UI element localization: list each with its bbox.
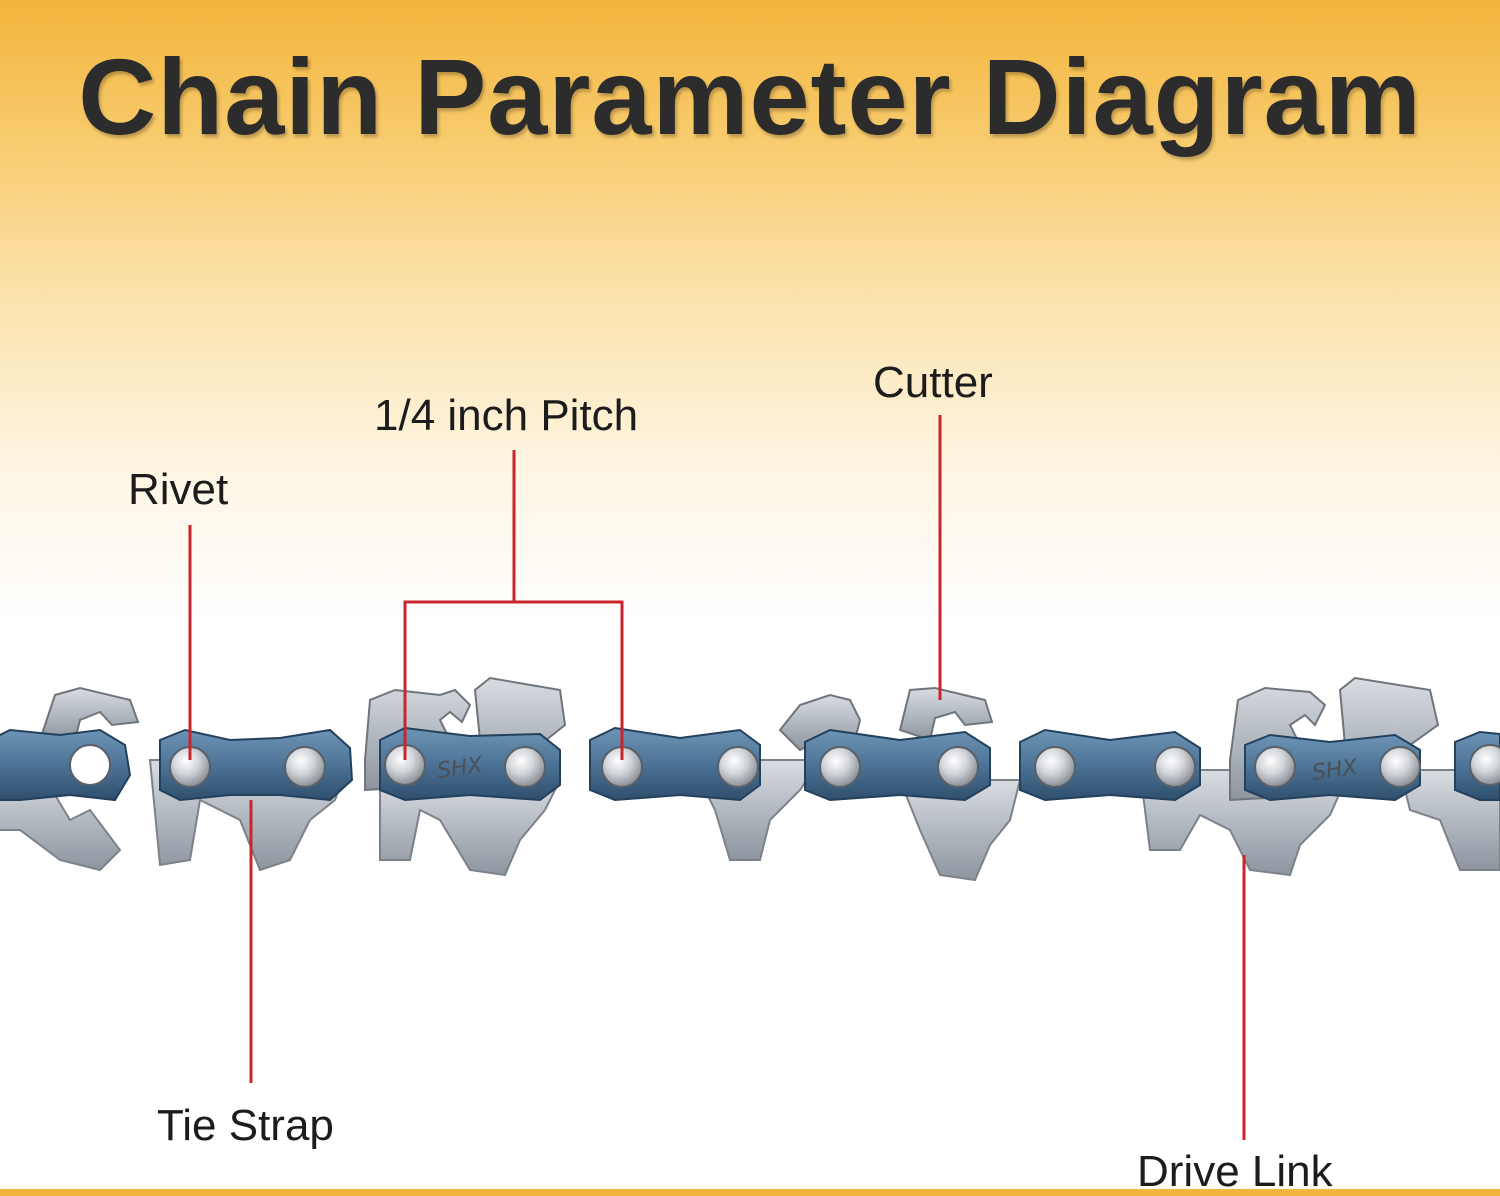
rivet-label: Rivet xyxy=(128,465,229,514)
rivet xyxy=(1034,746,1076,788)
rivet xyxy=(819,746,861,788)
rivet xyxy=(504,746,546,788)
tie-strap-label: Tie Strap xyxy=(157,1101,334,1150)
rivet xyxy=(1254,746,1296,788)
rivet xyxy=(1154,746,1196,788)
drive-link xyxy=(898,779,1022,882)
cutter xyxy=(38,686,140,741)
leader-lines xyxy=(188,415,1246,1140)
cutter xyxy=(898,686,994,742)
cutter-label: Cutter xyxy=(873,358,993,407)
rivet xyxy=(1469,744,1500,786)
rivet xyxy=(1379,746,1421,788)
pitch-bracket xyxy=(403,600,624,760)
drive-link-label: Drive Link xyxy=(1137,1147,1333,1196)
rivet xyxy=(717,746,759,788)
rivet xyxy=(937,746,979,788)
drive-link xyxy=(379,779,562,877)
page-title: Chain Parameter Diagram xyxy=(78,36,1422,157)
rivet xyxy=(69,744,111,786)
rivets xyxy=(69,744,1500,788)
pitch-label: 1/4 inch Pitch xyxy=(374,391,639,440)
rivet xyxy=(284,746,326,788)
